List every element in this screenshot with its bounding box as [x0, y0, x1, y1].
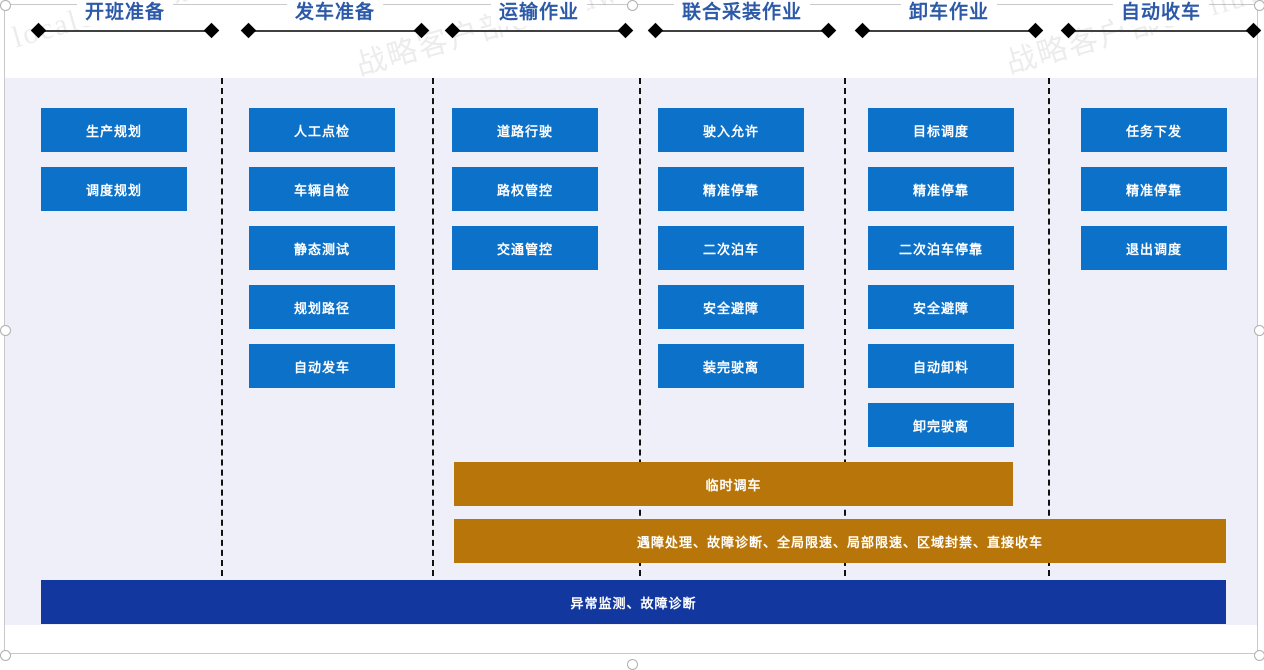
- resize-handle-bottom-right[interactable]: [1254, 650, 1264, 661]
- task-box[interactable]: 驶入允许: [658, 108, 804, 152]
- timeline-line: [452, 30, 626, 32]
- resize-handle-top-right[interactable]: [1254, 0, 1264, 11]
- task-box[interactable]: 安全避障: [658, 285, 804, 329]
- task-box[interactable]: 目标调度: [868, 108, 1014, 152]
- phase-title-text: 卸车作业: [900, 0, 997, 26]
- column-divider-3: [639, 78, 641, 576]
- column-divider-2: [432, 78, 434, 576]
- phase-segment-1[interactable]: 发车准备: [240, 0, 430, 40]
- timeline-line: [248, 30, 422, 32]
- timeline-line: [655, 30, 829, 32]
- task-box[interactable]: 生产规划: [41, 108, 187, 152]
- phase-title-text: 开班准备: [76, 0, 173, 26]
- task-box[interactable]: 自动卸料: [868, 344, 1014, 388]
- resize-handle-top-center[interactable]: [627, 0, 638, 11]
- column-divider-5: [1048, 78, 1050, 576]
- task-box[interactable]: 路权管控: [452, 167, 598, 211]
- phase-segment-4[interactable]: 卸车作业: [854, 0, 1044, 40]
- task-box[interactable]: 任务下发: [1081, 108, 1227, 152]
- phase-title-4: 卸车作业: [862, 0, 1036, 26]
- phase-column-3: 驶入允许 精准停靠 二次泊车 安全避障 装完驶离: [658, 108, 804, 403]
- phase-column-5: 任务下发 精准停靠 退出调度: [1081, 108, 1227, 285]
- phase-column-4: 目标调度 精准停靠 二次泊车停靠 安全避障 自动卸料 卸完驶离: [868, 108, 1014, 462]
- timeline-line: [1068, 30, 1254, 32]
- phase-segment-5[interactable]: 自动收车: [1060, 0, 1262, 40]
- phase-title-1: 发车准备: [248, 0, 422, 26]
- task-box[interactable]: 道路行驶: [452, 108, 598, 152]
- task-box[interactable]: 二次泊车停靠: [868, 226, 1014, 270]
- phase-column-1: 人工点检 车辆自检 静态测试 规划路径 自动发车: [249, 108, 395, 403]
- phase-title-text: 发车准备: [286, 0, 383, 26]
- phase-timeline: 开班准备 发车准备 运输作业 联合采装作业 卸车作业: [0, 0, 1264, 78]
- phase-title-text: 联合采装作业: [673, 0, 810, 26]
- resize-handle-bottom-center[interactable]: [627, 659, 638, 670]
- temporary-dispatch-bar[interactable]: 临时调车: [454, 462, 1013, 506]
- task-box[interactable]: 精准停靠: [1081, 167, 1227, 211]
- phase-column-0: 生产规划 调度规划: [41, 108, 187, 226]
- timeline-line: [862, 30, 1036, 32]
- resize-handle-top-left[interactable]: [0, 0, 11, 11]
- task-box[interactable]: 交通管控: [452, 226, 598, 270]
- phase-title-5: 自动收车: [1068, 0, 1254, 26]
- task-box[interactable]: 静态测试: [249, 226, 395, 270]
- phase-title-text: 运输作业: [490, 0, 587, 26]
- phase-segment-0[interactable]: 开班准备: [30, 0, 220, 40]
- exception-handling-bar[interactable]: 遇障处理、故障诊断、全局限速、局部限速、区域封禁、直接收车: [454, 519, 1226, 563]
- resize-handle-bottom-left[interactable]: [0, 650, 11, 661]
- task-box[interactable]: 精准停靠: [868, 167, 1014, 211]
- task-box[interactable]: 装完驶离: [658, 344, 804, 388]
- task-box[interactable]: 二次泊车: [658, 226, 804, 270]
- phase-title-3: 联合采装作业: [655, 0, 829, 26]
- column-divider-4: [844, 78, 846, 576]
- monitoring-bar[interactable]: 异常监测、故障诊断: [41, 580, 1226, 624]
- phase-segment-2[interactable]: 运输作业: [444, 0, 634, 40]
- resize-handle-middle-right[interactable]: [1254, 325, 1264, 336]
- column-divider-1: [221, 78, 223, 576]
- task-box[interactable]: 精准停靠: [658, 167, 804, 211]
- resize-handle-middle-left[interactable]: [0, 325, 11, 336]
- task-box[interactable]: 安全避障: [868, 285, 1014, 329]
- timeline-line: [38, 30, 212, 32]
- task-box[interactable]: 人工点检: [249, 108, 395, 152]
- phase-column-2: 道路行驶 路权管控 交通管控: [452, 108, 598, 285]
- task-box[interactable]: 卸完驶离: [868, 403, 1014, 447]
- phase-title-0: 开班准备: [38, 0, 212, 26]
- task-box[interactable]: 自动发车: [249, 344, 395, 388]
- phase-title-text: 自动收车: [1112, 0, 1209, 26]
- phase-title-2: 运输作业: [452, 0, 626, 26]
- task-box[interactable]: 规划路径: [249, 285, 395, 329]
- task-box[interactable]: 退出调度: [1081, 226, 1227, 270]
- task-box[interactable]: 车辆自检: [249, 167, 395, 211]
- task-box[interactable]: 调度规划: [41, 167, 187, 211]
- phase-segment-3[interactable]: 联合采装作业: [647, 0, 837, 40]
